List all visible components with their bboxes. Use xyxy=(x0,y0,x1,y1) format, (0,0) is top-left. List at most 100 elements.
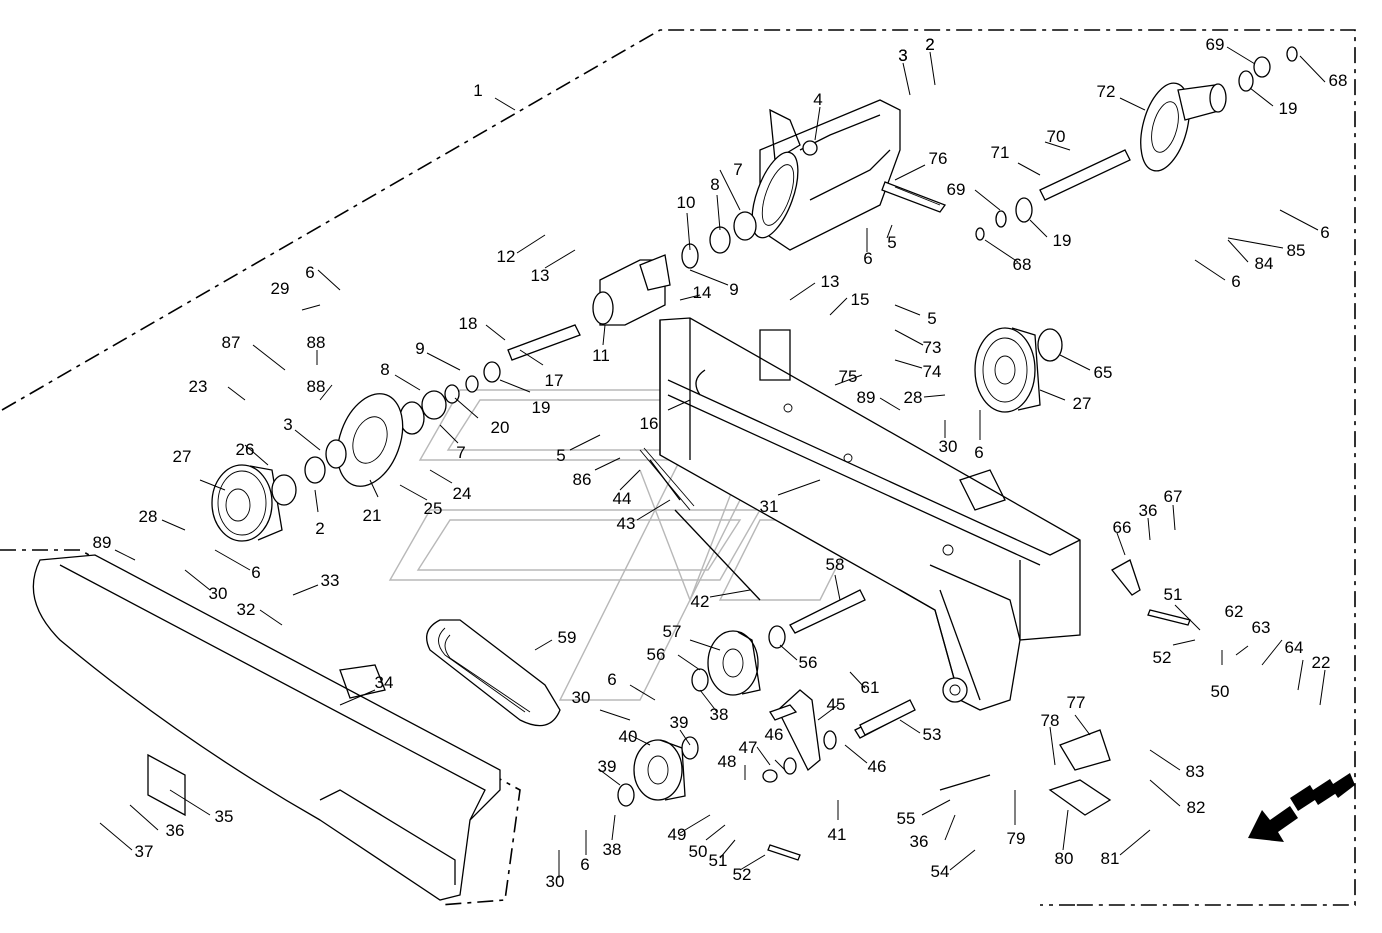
belt-guard xyxy=(32,554,501,901)
part-number-label: 23 xyxy=(189,377,208,396)
part-number-label: 68 xyxy=(1013,255,1032,274)
part-number-label: 61 xyxy=(861,678,880,697)
part-number-label: 35 xyxy=(215,807,234,826)
part-number-label: 20 xyxy=(491,418,510,437)
part-number-label: 3 xyxy=(898,46,907,65)
part-number-label: 49 xyxy=(668,825,687,844)
plate-35 xyxy=(147,753,186,817)
part-number-label: 3 xyxy=(283,415,292,434)
assembly-boundary xyxy=(0,29,1356,906)
part-number-label: 71 xyxy=(991,143,1010,162)
part-number-label: 57 xyxy=(663,622,682,641)
part-number-label: 46 xyxy=(765,725,784,744)
part-number-label: 5 xyxy=(927,309,936,328)
part-number-label: 38 xyxy=(603,840,622,859)
part-number-label: 30 xyxy=(939,437,958,456)
part-number-label: 89 xyxy=(93,533,112,552)
idler-pulley xyxy=(691,589,866,696)
part-number-label: 15 xyxy=(851,290,870,309)
part-number-label: 36 xyxy=(1139,501,1158,520)
part-number-label: 8 xyxy=(710,175,719,194)
pulley-27-left xyxy=(211,464,297,542)
part-number-label: 39 xyxy=(598,757,617,776)
part-number-label: 46 xyxy=(868,757,887,776)
part-number-label: 55 xyxy=(897,809,916,828)
part-number-label: 8 xyxy=(380,360,389,379)
part-number-label: 7 xyxy=(456,443,465,462)
part-number-label: 30 xyxy=(209,584,228,603)
part-number-label: 68 xyxy=(1329,71,1348,90)
part-number-label: 14 xyxy=(693,283,712,302)
part-number-label: 26 xyxy=(236,440,255,459)
part-number-label: 58 xyxy=(826,555,845,574)
part-number-label: 2 xyxy=(925,35,934,54)
part-number-label: 86 xyxy=(573,470,592,489)
part-number-label: 6 xyxy=(580,855,589,874)
part-number-label: 6 xyxy=(863,249,872,268)
part-number-label: 48 xyxy=(718,752,737,771)
part-number-label: 47 xyxy=(739,738,758,757)
part-number-label: 18 xyxy=(459,314,478,333)
part-number-label: 88 xyxy=(307,333,326,352)
part-number-label: 64 xyxy=(1285,638,1304,657)
part-number-label: 74 xyxy=(923,362,942,381)
shaft-53 xyxy=(767,609,1191,861)
part-number-label: 9 xyxy=(415,339,424,358)
flange-hub xyxy=(1140,46,1298,172)
part-number-label: 52 xyxy=(733,865,752,884)
part-number-label: 80 xyxy=(1055,849,1074,868)
part-number-label: 6 xyxy=(1231,272,1240,291)
part-number-label: 76 xyxy=(929,149,948,168)
part-number-label: 65 xyxy=(1094,363,1113,382)
part-number-label: 31 xyxy=(760,497,779,516)
part-number-label: 19 xyxy=(532,398,551,417)
part-number-label: 82 xyxy=(1187,798,1206,817)
part-number-label: 29 xyxy=(271,279,290,298)
part-number-label: 6 xyxy=(607,670,616,689)
part-number-label: 30 xyxy=(572,688,591,707)
bearing-block xyxy=(592,211,757,326)
part-number-label: 63 xyxy=(1252,618,1271,637)
main-frame xyxy=(659,317,1081,711)
part-number-label: 75 xyxy=(839,367,858,386)
part-number-label: 40 xyxy=(619,727,638,746)
part-number-label: 10 xyxy=(677,193,696,212)
part-number-label: 13 xyxy=(531,266,550,285)
part-number-label: 69 xyxy=(1206,35,1225,54)
part-number-label: 51 xyxy=(1164,585,1183,604)
part-number-label: 11 xyxy=(592,346,610,365)
brackets xyxy=(1048,559,1141,816)
part-number-label: 79 xyxy=(1007,829,1026,848)
part-number-label: 89 xyxy=(857,388,876,407)
part-number-label: 87 xyxy=(222,333,241,352)
part-number-label: 4 xyxy=(813,90,822,109)
part-number-label: 36 xyxy=(910,832,929,851)
part-number-label: 66 xyxy=(1113,518,1132,537)
pulley-27-right xyxy=(974,327,1063,413)
part-number-label: 85 xyxy=(1287,241,1306,260)
part-number-label: 21 xyxy=(363,506,382,525)
part-number-label: 19 xyxy=(1053,231,1072,250)
part-number-label: 42 xyxy=(691,592,710,611)
part-number-label: 6 xyxy=(974,443,983,462)
part-number-label: 37 xyxy=(135,842,154,861)
part-number-label: 34 xyxy=(375,673,394,692)
part-number-label: 25 xyxy=(424,499,443,518)
part-number-label: 84 xyxy=(1255,254,1274,273)
part-number-label: 50 xyxy=(689,842,708,861)
part-number-label: 53 xyxy=(923,725,942,744)
part-number-label: 73 xyxy=(923,338,942,357)
part-number-label: 77 xyxy=(1067,693,1086,712)
gearbox-housing xyxy=(751,99,901,251)
part-number-label: 6 xyxy=(251,563,260,582)
shaft-76 xyxy=(881,181,947,213)
part-number-label: 16 xyxy=(640,414,659,433)
part-number-label: 50 xyxy=(1211,682,1230,701)
part-number-label: 43 xyxy=(617,514,636,533)
part-number-label: 67 xyxy=(1164,487,1183,506)
part-number-label: 28 xyxy=(904,388,923,407)
part-number-label: 54 xyxy=(931,862,950,881)
part-number-label: 45 xyxy=(827,695,846,714)
